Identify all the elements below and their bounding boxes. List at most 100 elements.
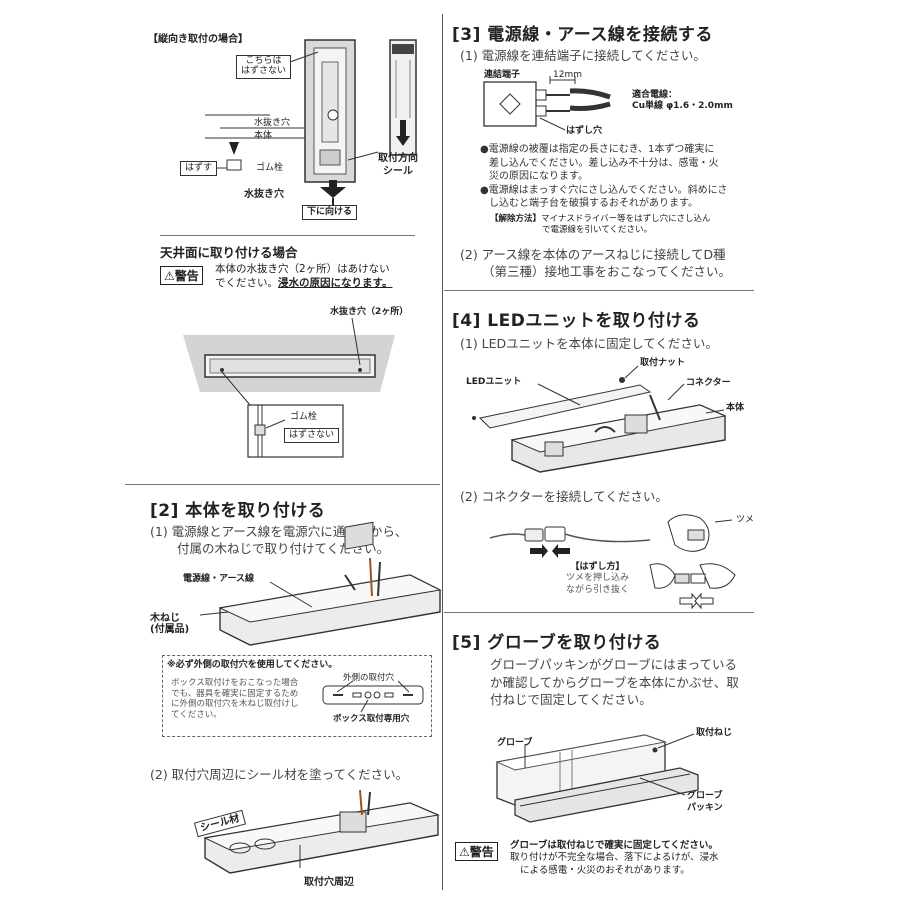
sec2-hole-diagram (322, 680, 424, 713)
sec3-bullet1-l3: 災の原因になります。 (489, 171, 588, 182)
label-wood-screw: 木ねじ (付属品) (150, 613, 189, 635)
label-led-unit: LEDユニット (466, 377, 522, 387)
label-shita: 下に向ける (302, 205, 358, 220)
label-ceiling-gomusen: ゴム栓 (290, 412, 318, 422)
label-wire-l2: Cu単線 φ1.6・2.0mm (632, 101, 733, 112)
sec3-bullets: ●電源線の被覆は指定の長さにむき、1本ずつ確実に 差し込んでください。差し込み不… (480, 143, 727, 211)
sec3-release-title: 【解除方法】 (490, 214, 542, 224)
label-connector: コネクター (686, 378, 731, 388)
sec4-title: [4] LEDユニットを取り付ける (452, 311, 701, 331)
sec5-warning: ⚠警告 グローブは取付ねじで確実に固定してください。 取り付けが不完全な場合、落… (455, 840, 755, 877)
label-wire: 適合電線： Cu単線 φ1.6・2.0mm (632, 90, 733, 113)
sec2-title: [2] 本体を取り付ける (150, 501, 326, 521)
sec5-body-l3: 付ねじで固定してください。 (490, 692, 652, 707)
sec4-step2: (2) コネクターを接続してください。 (460, 489, 668, 504)
label-mizunuki2: 水抜き穴 (244, 189, 284, 200)
label-outer-hole: 外側の取付穴 (343, 673, 395, 683)
label-release-hole: はずし穴 (566, 126, 603, 136)
sec2-step2: (2) 取付穴周辺にシール材を塗ってください。 (150, 767, 409, 782)
sec2-note-title: ※必ず外側の取付穴を使用してください。 (167, 660, 338, 670)
warning-badge: ⚠警告 (160, 266, 203, 285)
ceiling-warning-line2a: でください。 (215, 277, 278, 290)
label-kochira-l2: はずさない (241, 65, 287, 76)
sec5-warning-l3: による感電・火災のおそれがあります。 (520, 864, 690, 876)
sec5-body: グローブパッキンがグローブにはまっている か確認してからグローブを本体にかぶせ、… (490, 656, 739, 709)
sec2-step1-line2: 付属の木ねじで取り付けてください。 (177, 541, 390, 556)
label-hontai: 本体 (254, 131, 273, 141)
sec5-warning-badge-text: 警告 (469, 845, 494, 859)
sec3-bullet2-l2: し込むと端子台を破損するおそれがあります。 (489, 198, 698, 209)
sec2-note-body1: ボックス取付けをおこなった場合 (171, 678, 299, 688)
label-body: 本体 (726, 403, 745, 413)
label-box-hole: ボックス取付専用穴 (333, 714, 410, 724)
sec2-note-body: ボックス取付けをおこなった場合 でも、器具を確実に固定するため に外側の取付穴を… (171, 678, 299, 721)
warning-badge-text: 警告 (174, 269, 199, 283)
label-seal-l2: シール (383, 166, 413, 177)
sec3-bullet1-l1: ●電源線の被覆は指定の長さにむき、1本ずつ確実に (480, 144, 715, 155)
sec3-release-l1: マイナスドライバー等をはずし穴にさし込ん (541, 214, 711, 224)
sec5-warning-l1: グローブは取付ねじで確実に固定してください。 (510, 840, 718, 851)
sec2-note-body2: でも、器具を確実に固定するため (171, 688, 299, 699)
sec2-note-box: ※必ず外側の取付穴を使用してください。 ボックス取付けをおこなった場合 でも、器… (162, 655, 432, 737)
sec2-note-body3: に外側の取付穴を木ねじ取付けし (171, 699, 299, 710)
rule-ceiling (160, 235, 415, 236)
sec4-howto-l1: ツメを押し込み (566, 573, 630, 584)
sec4-howto: 【はずし方】 ツメを押し込み ながら引き抜く (566, 562, 629, 596)
sec3-release: 【解除方法】マイナスドライバー等をはずし穴にさし込ん で電源線を引いてください。 (490, 214, 711, 236)
label-wire-l1: 適合電線： (632, 90, 678, 100)
sec3-step2-l2: （第三種）接地工事をおこなってください。 (482, 264, 732, 279)
rule-sec4 (444, 290, 754, 291)
label-gomusen: ゴム栓 (256, 163, 284, 173)
column-divider (442, 14, 443, 890)
label-ceiling-hazusanai: はずさない (284, 428, 340, 443)
label-packing-l1: グローブ (687, 791, 723, 801)
label-seal: 取付方向 シール (378, 152, 418, 178)
sec5-body-l2: か確認してからグローブを本体にかぶせ、取 (490, 674, 739, 690)
rule-sec2 (125, 484, 440, 485)
sec2-note-body4: てください。 (171, 709, 222, 720)
sec3-step2-l1: (2) アース線を本体のアースねじに接続してD種 (460, 247, 726, 262)
label-nut: 取付ナット (640, 358, 686, 368)
sec3-title: [3] 電源線・アース線を接続する (452, 25, 713, 45)
label-power: 電源線・アース線 (183, 574, 255, 584)
sec5-warning-badge: ⚠警告 (455, 842, 498, 861)
ceiling-warning-line2b: 浸水の原因になります。 (278, 277, 393, 290)
label-seal-l1: 取付方向 (378, 153, 418, 164)
sec2-step1-line1: (1) 電源線とアース線を電源穴に通してから、 (150, 524, 408, 539)
label-kochira: こちらは はずさない (236, 55, 292, 79)
label-hazusu: はずす (180, 161, 218, 176)
ceiling-warning-line1: 本体の水抜き穴（2ヶ所）はあけない (215, 263, 390, 275)
label-globe-screw: 取付ねじ (696, 728, 733, 738)
ceiling-warning: ⚠警告 本体の水抜き穴（2ヶ所）はあけない でください。浸水の原因になります。 (160, 262, 420, 290)
label-wood-screw-l1: 木ねじ (150, 613, 180, 624)
sec3-step1: (1) 電源線を連結端子に接続してください。 (460, 48, 706, 63)
label-terminal: 連結端子 (484, 70, 521, 80)
sec5-body-l1: グローブパッキンがグローブにはまっている (490, 657, 738, 672)
sec3-bullet1-l2: 差し込んでください。差し込み不十分は、感電・火 (489, 157, 719, 169)
sec3-release-l2: で電源線を引いてください。 (542, 225, 652, 236)
sec5-title: [5] グローブを取り付ける (452, 633, 662, 653)
sec5-warning-l2: 取り付けが不完全な場合、落下によるけが、浸水 (510, 852, 719, 864)
ceiling-heading: 天井面に取り付ける場合 (160, 245, 298, 260)
label-around-hole: 取付穴周辺 (304, 877, 354, 888)
label-packing: グローブ パッキン (687, 790, 723, 814)
sec4-howto-title: 【はずし方】 (570, 562, 625, 572)
sec4-step1: (1) LEDユニットを本体に固定してください。 (460, 336, 718, 351)
label-packing-l2: パッキン (687, 803, 723, 814)
label-wood-screw-l2: (付属品) (150, 624, 190, 635)
label-tsume: ツメ (736, 515, 755, 525)
vertical-heading: 【縦向き取付の場合】 (148, 34, 248, 45)
sec4-howto-l2: ながら引き抜く (566, 584, 630, 595)
rule-sec5 (444, 612, 754, 613)
label-globe: グローブ (497, 738, 533, 748)
label-mizunuki: 水抜き穴 (254, 118, 291, 128)
label-kochira-l1: こちらは (245, 56, 282, 66)
sec3-bullet2-l1: ●電源線はまっすぐ穴にさし込んでください。斜めにさ (480, 184, 728, 196)
label-12mm: 12mm (553, 70, 582, 80)
